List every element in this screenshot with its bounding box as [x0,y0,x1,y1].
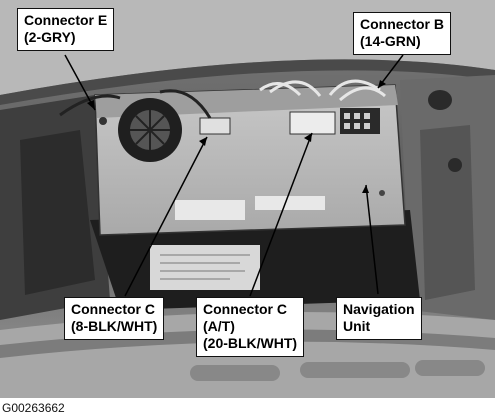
callout-connector-b-line1: Connector B [360,16,444,32]
callout-navigation-unit-line1: Navigation [343,301,415,317]
callout-connector-c-8-line2: (8-BLK/WHT) [71,318,158,334]
callout-connector-c-8-line1: Connector C [71,301,155,317]
callout-navigation-unit: Navigation Unit [336,297,422,340]
callout-connector-b-line2: (14-GRN) [360,33,421,49]
callout-connector-c-8: Connector C (8-BLK/WHT) [64,297,165,340]
callout-connector-e: Connector E (2-GRY) [17,8,115,51]
figure-id: G00263662 [2,401,65,415]
callout-connector-c-20-line1: Connector C [203,301,287,317]
callout-navigation-unit-line2: Unit [343,318,371,334]
callout-connector-b: Connector B (14-GRN) [353,12,451,55]
callout-connector-e-line1: Connector E [24,12,108,28]
callout-connector-c-20: Connector C (A/T) (20-BLK/WHT) [196,297,305,357]
photo-figure: Connector E (2-GRY) Connector B (14-GRN)… [0,0,495,398]
callout-connector-c-20-line3: (20-BLK/WHT) [203,335,298,351]
callout-connector-c-20-line2: (A/T) [203,318,235,334]
callout-connector-e-line2: (2-GRY) [24,29,76,45]
